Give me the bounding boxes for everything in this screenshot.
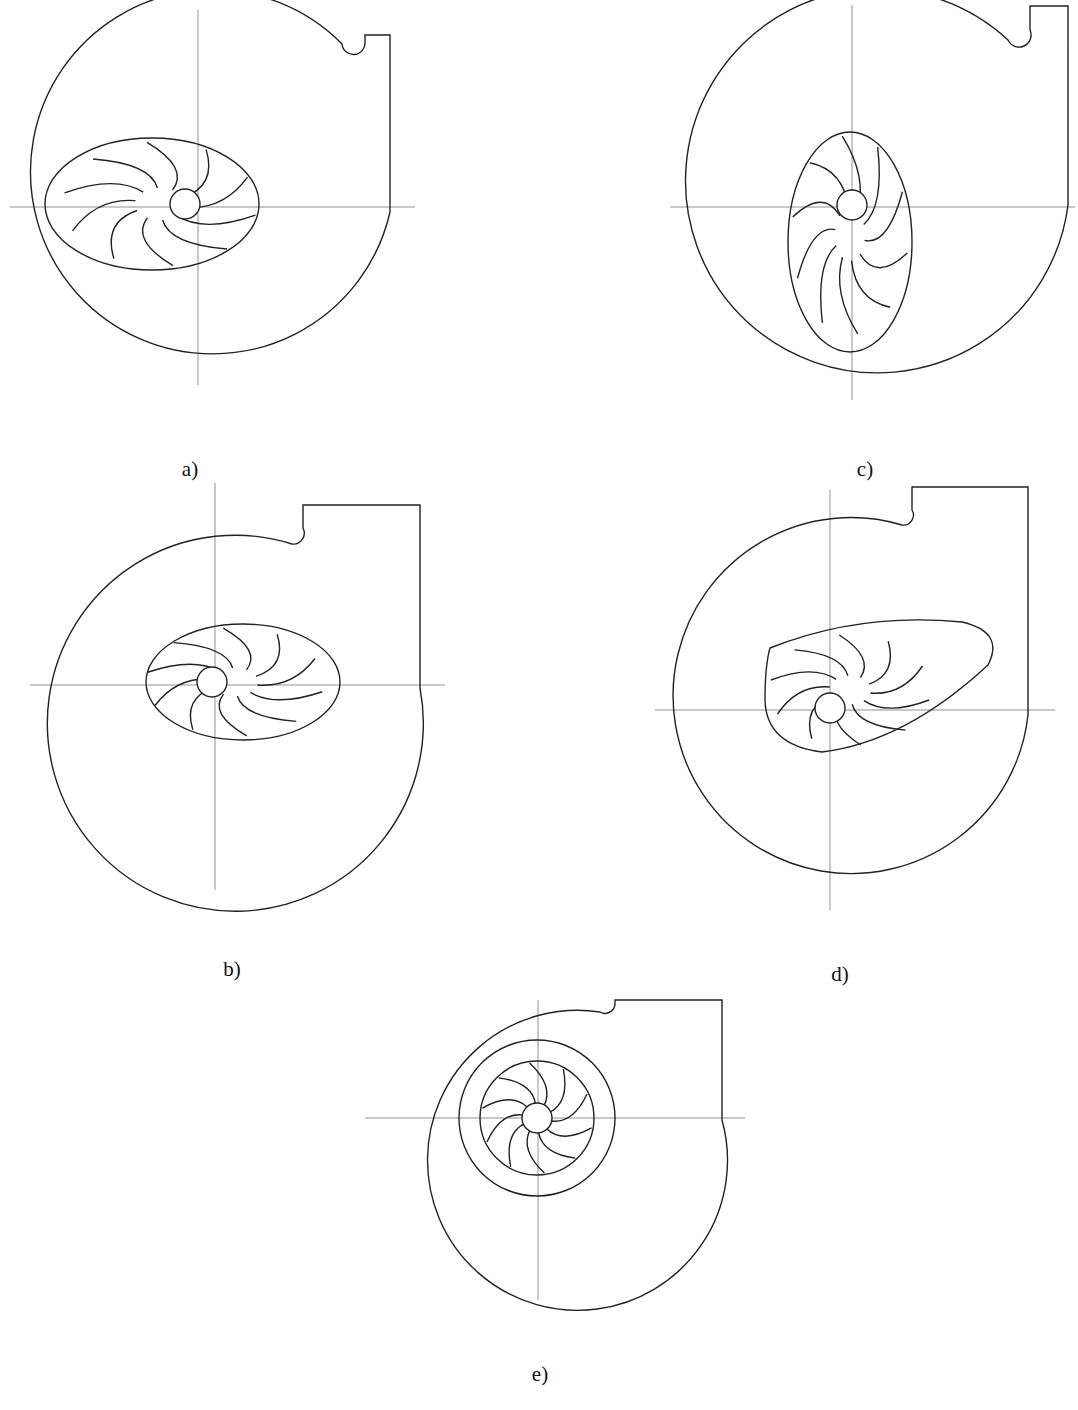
- panel-label: a): [182, 457, 198, 482]
- panel-label: d): [831, 962, 849, 987]
- volute-b: [30, 483, 445, 911]
- volute-c: [670, 0, 1075, 400]
- panel-label: c): [857, 457, 873, 482]
- volute-e: [365, 1000, 745, 1310]
- volute-a: [10, 0, 415, 385]
- panel-label: b): [223, 957, 241, 982]
- panel-label: e): [532, 1362, 548, 1387]
- volute-d: [655, 487, 1055, 910]
